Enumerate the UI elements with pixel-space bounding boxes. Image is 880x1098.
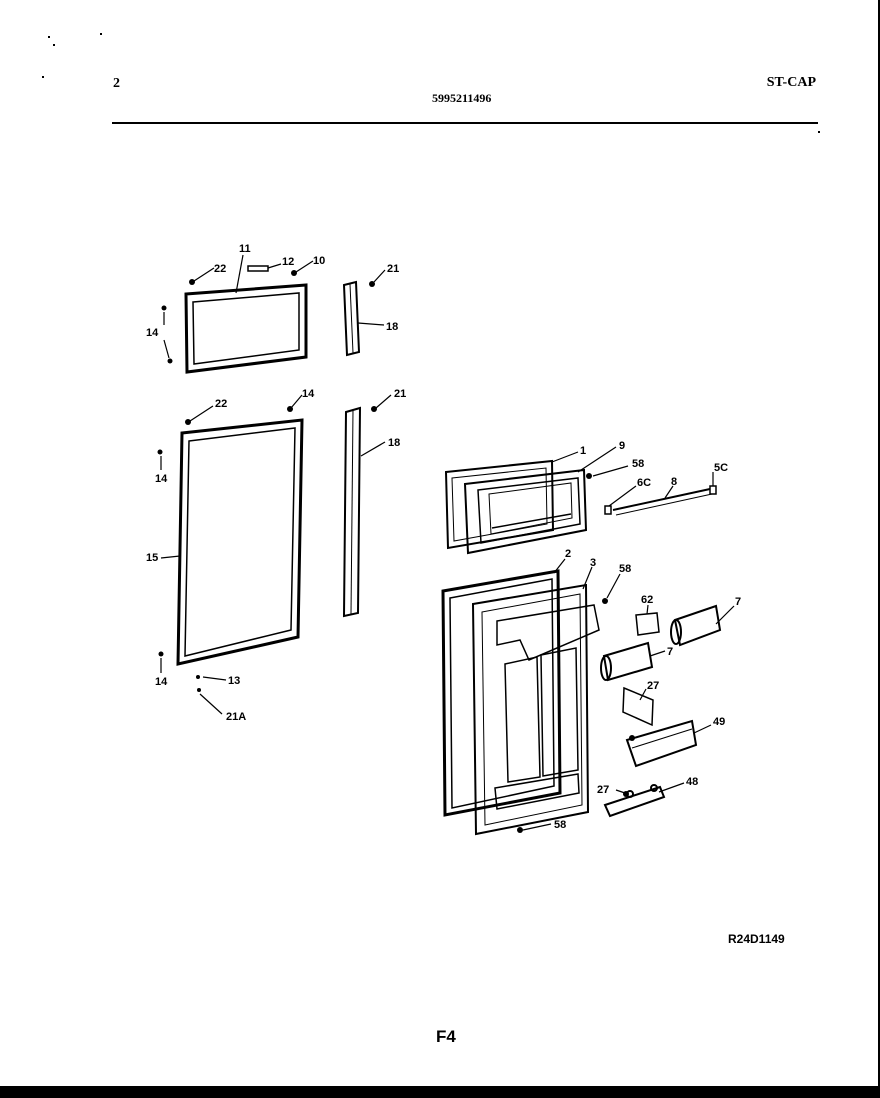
callout-21: 21 (394, 388, 406, 400)
callout-8: 8 (671, 476, 677, 488)
fresh-food-handle (342, 406, 362, 618)
callout-21A: 21A (226, 711, 246, 723)
callout-21: 21 (387, 263, 399, 275)
callout-7: 7 (735, 596, 741, 608)
callout-labels: 11 12 10 22 14 21 18 22 14 21 18 14 15 1… (146, 243, 741, 831)
callout-62: 62 (641, 594, 653, 606)
fresh-food-door-outer (441, 569, 562, 817)
header-rule (112, 122, 818, 124)
callout-3: 3 (590, 557, 596, 569)
freezer-door-gasket (184, 283, 308, 374)
shelf-guard (622, 686, 654, 727)
shelf-rod (604, 485, 717, 516)
hinge-pin (247, 265, 269, 272)
callout-58: 58 (632, 458, 644, 470)
callout-58: 58 (619, 563, 631, 575)
callout-49: 49 (713, 716, 725, 728)
callout-58: 58 (554, 819, 566, 831)
freezer-door-outer (444, 459, 555, 550)
freezer-door-liner (463, 468, 588, 555)
callout-13: 13 (228, 675, 240, 687)
callout-11: 11 (239, 243, 251, 255)
dairy-cover (635, 612, 660, 636)
callout-18: 18 (386, 321, 398, 333)
callout-48: 48 (686, 776, 698, 788)
part-number: 5995211496 (432, 91, 492, 105)
leader-lines (160, 254, 735, 831)
fresh-food-door-gasket (176, 418, 304, 666)
freezer-handle (342, 280, 361, 357)
fresh-food-door-liner (471, 583, 600, 836)
callout-5C: 5C (714, 462, 728, 474)
callout-15: 15 (146, 552, 158, 564)
callout-22: 22 (215, 398, 227, 410)
callout-10: 10 (313, 255, 325, 267)
lower-door-shelf (603, 784, 666, 818)
page-number: 2 (113, 76, 120, 91)
model-code: ST-CAP (766, 75, 816, 90)
reference-code: R24D1149 (728, 932, 785, 946)
figure-id: F4 (436, 1027, 456, 1046)
callout-14: 14 (155, 473, 168, 485)
callout-22: 22 (214, 263, 226, 275)
door-shelf (625, 719, 698, 768)
callout-7: 7 (667, 646, 673, 658)
callout-18: 18 (388, 437, 400, 449)
callout-27: 27 (647, 680, 659, 692)
door-bin-upper (670, 604, 722, 647)
fasteners (157, 270, 635, 833)
callout-14: 14 (155, 676, 168, 688)
callout-9: 9 (619, 440, 625, 452)
door-bin-lower (600, 641, 654, 682)
callout-27: 27 (597, 784, 609, 796)
callout-1: 1 (580, 445, 586, 457)
callout-6C: 6C (637, 477, 651, 489)
callout-2: 2 (565, 548, 571, 560)
callout-14: 14 (146, 327, 159, 339)
callout-14: 14 (302, 388, 315, 400)
callout-12: 12 (282, 256, 294, 268)
